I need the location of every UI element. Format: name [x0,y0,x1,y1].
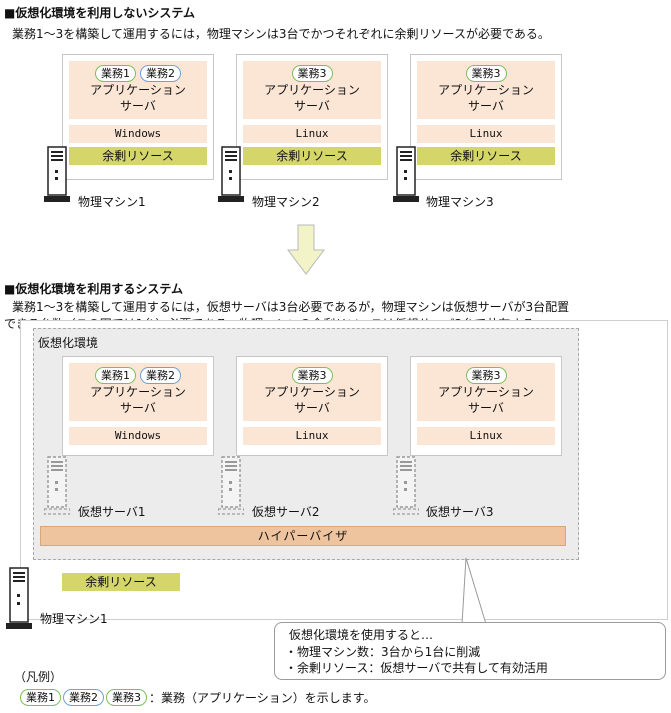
virtual-server-3-card: 業務3 アプリケーション サーバ Linux [410,356,562,456]
app-server-box: 業務3 アプリケーション サーバ [417,363,555,421]
app-server-name-line2: サーバ [294,401,330,415]
task-tag: 業務3 [291,65,333,82]
section1-description: 業務1～3を構築して運用するには，物理マシンは3台でかつそれぞれに余剰リソースが… [12,27,550,41]
legend-tag: 業務1 [20,689,61,706]
physical-machine-label: 物理マシン2 [252,195,320,209]
task-tag: 業務1 [95,367,136,384]
virtual-server-1-card: 業務1 業務2 アプリケーション サーバ Windows [62,356,214,456]
physical-machine-3-card: 業務3 アプリケーション サーバ Linux 余剰リソース [410,54,562,180]
legend-row: 業務1 業務2 業務3 ：業務（アプリケーション）を示します。 [20,689,376,706]
os-box: Windows [69,427,207,445]
app-server-name-line1: アプリケーション [438,83,534,97]
app-server-name-line2: サーバ [120,401,156,415]
task-tag: 業務3 [291,367,333,384]
os-box: Linux [417,125,555,143]
legend-tag: 業務2 [63,689,104,706]
server-tower-icon [218,146,244,202]
hypervisor-bar: ハイパーバイザ [40,526,566,546]
virtualization-environment-label: 仮想化環境 [38,336,99,350]
virtual-server-label: 仮想サーバ1 [78,505,146,519]
callout-point-surplus: ・余剰リソース：仮想サーバで共有して有効活用 [285,661,548,675]
app-server-name-line1: アプリケーション [438,385,534,399]
os-box: Linux [417,427,555,445]
down-arrow-icon [287,224,325,275]
surplus-resource-box: 余剰リソース [417,147,555,165]
app-server-box: 業務1 業務2 アプリケーション サーバ [69,363,207,421]
app-server-box: 業務1 業務2 アプリケーション サーバ [69,61,207,119]
callout-box: 仮想化環境を使用すると… ・物理マシン数：3台から1台に削減 ・余剰リソース：仮… [274,622,666,680]
app-server-name-line1: アプリケーション [90,385,186,399]
task-tag: 業務3 [465,367,507,384]
server-tower-icon [44,146,70,202]
os-box: Linux [243,125,381,143]
virtual-server-2-card: 業務3 アプリケーション サーバ Linux [236,356,388,456]
task-tag: 業務2 [140,367,181,384]
surplus-resource-box: 余剰リソース [69,147,207,165]
app-server-name-line2: サーバ [468,401,504,415]
virtual-server-tower-icon [218,456,244,515]
task-tag: 業務1 [95,65,136,82]
physical-machine-label: 物理マシン1 [40,612,108,626]
virtual-server-tower-icon [44,456,70,515]
task-tag: 業務3 [465,65,507,82]
legend-tag: 業務3 [106,689,147,706]
app-server-name-line1: アプリケーション [264,385,360,399]
app-server-name-line2: サーバ [294,99,330,113]
section2-description-line1: 業務1～3を構築して運用するには，仮想サーバは3台必要であるが，物理マシンは仮想… [12,300,570,314]
app-server-box: 業務3 アプリケーション サーバ [243,61,381,119]
shared-surplus-resource-box: 余剰リソース [62,573,180,591]
virtual-server-label: 仮想サーバ2 [252,505,320,519]
server-tower-icon [393,146,419,202]
legend-text: ：業務（アプリケーション）を示します。 [149,691,376,705]
section2-heading: ■仮想化環境を利用するシステム [4,282,183,296]
callout-title: 仮想化環境を使用すると… [289,628,434,642]
app-server-name-line1: アプリケーション [90,83,186,97]
physical-machine-label: 物理マシン3 [426,195,494,209]
physical-machine-2-card: 業務3 アプリケーション サーバ Linux 余剰リソース [236,54,388,180]
callout-pointer [461,557,487,625]
app-server-box: 業務3 アプリケーション サーバ [243,363,381,421]
virtual-server-tower-icon [393,456,419,515]
app-server-box: 業務3 アプリケーション サーバ [417,61,555,119]
physical-machine-1-card: 業務1 業務2 アプリケーション サーバ Windows 余剰リソース [62,54,214,180]
os-box: Windows [69,125,207,143]
app-server-name-line1: アプリケーション [264,83,360,97]
app-server-name-line2: サーバ [120,99,156,113]
task-tag: 業務2 [140,65,181,82]
physical-machine-label: 物理マシン1 [78,195,146,209]
section1-heading: ■仮想化環境を利用しないシステム [4,6,195,20]
callout-point-machines: ・物理マシン数：3台から1台に削減 [285,645,481,659]
app-server-name-line2: サーバ [468,99,504,113]
surplus-resource-box: 余剰リソース [243,147,381,165]
os-box: Linux [243,427,381,445]
legend-title: （凡例） [14,670,63,684]
virtual-server-label: 仮想サーバ3 [426,505,494,519]
server-tower-icon [6,567,32,629]
